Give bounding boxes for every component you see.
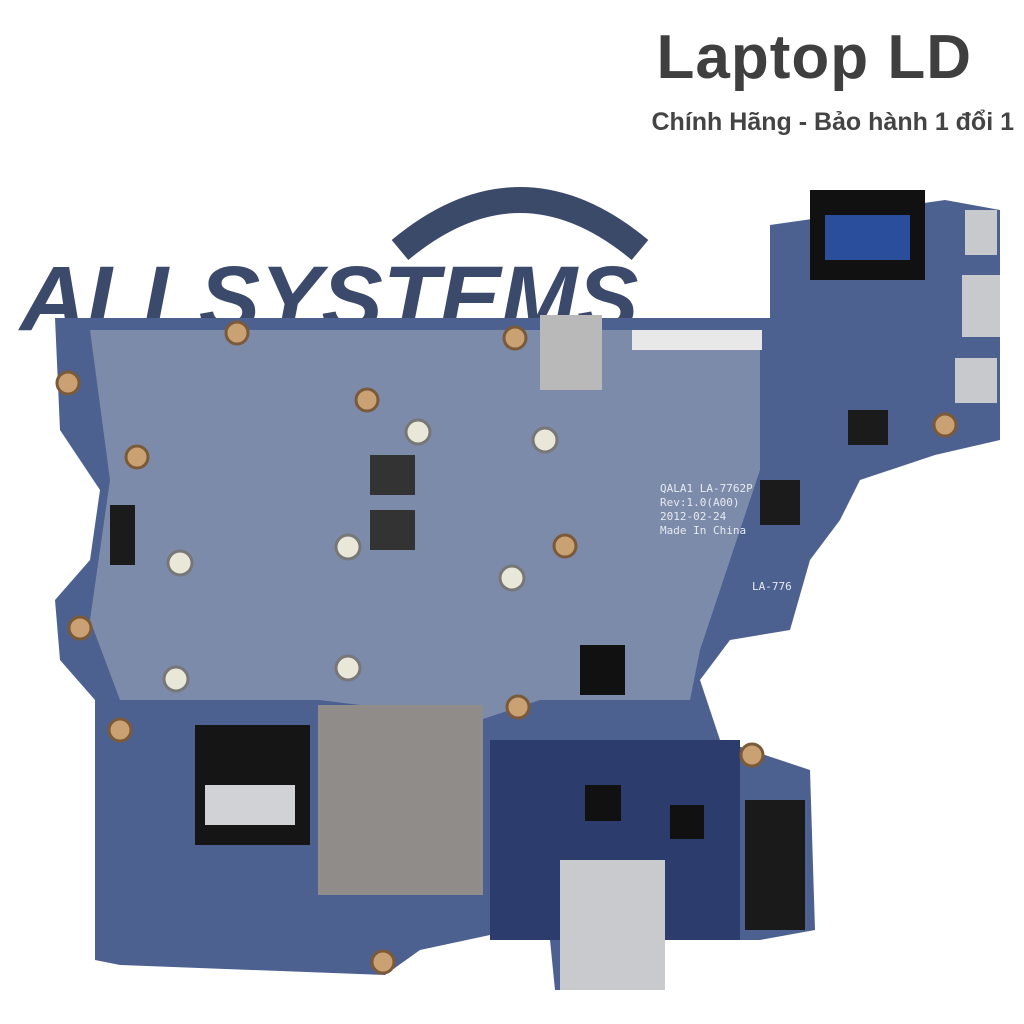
silkscreen-label: LA-776 — [752, 580, 792, 593]
standoffs — [162, 418, 559, 693]
connector — [760, 480, 800, 525]
connector — [848, 410, 888, 445]
barcode-sticker — [632, 330, 762, 350]
metal-shield — [318, 705, 483, 895]
board-glare — [90, 330, 760, 720]
brand-title: Laptop LD — [656, 23, 972, 92]
chip — [370, 510, 415, 550]
card-reader-pcb — [825, 215, 910, 260]
memory-socket-label — [205, 785, 295, 825]
connector — [110, 505, 135, 565]
chip — [370, 455, 415, 495]
sim-slot — [540, 315, 602, 390]
usb-port — [955, 358, 997, 403]
silkscreen-line: 2012-02-24 — [660, 510, 727, 523]
connector — [580, 645, 625, 695]
silkscreen-line: Made In China — [660, 524, 746, 537]
io-bracket — [560, 860, 665, 990]
silkscreen-line: QALA1 LA-7762P — [660, 482, 753, 495]
msata-slot — [745, 800, 805, 930]
usb-port — [962, 275, 1000, 337]
chip — [670, 805, 704, 839]
watermark-arc — [391, 187, 649, 261]
chip — [585, 785, 621, 821]
port — [965, 210, 997, 255]
silkscreen-line: Rev:1.0(A00) — [660, 496, 739, 509]
brand-tagline: Chính Hãng - Bảo hành 1 đổi 1 — [651, 108, 1015, 136]
screw-holes — [55, 320, 958, 975]
